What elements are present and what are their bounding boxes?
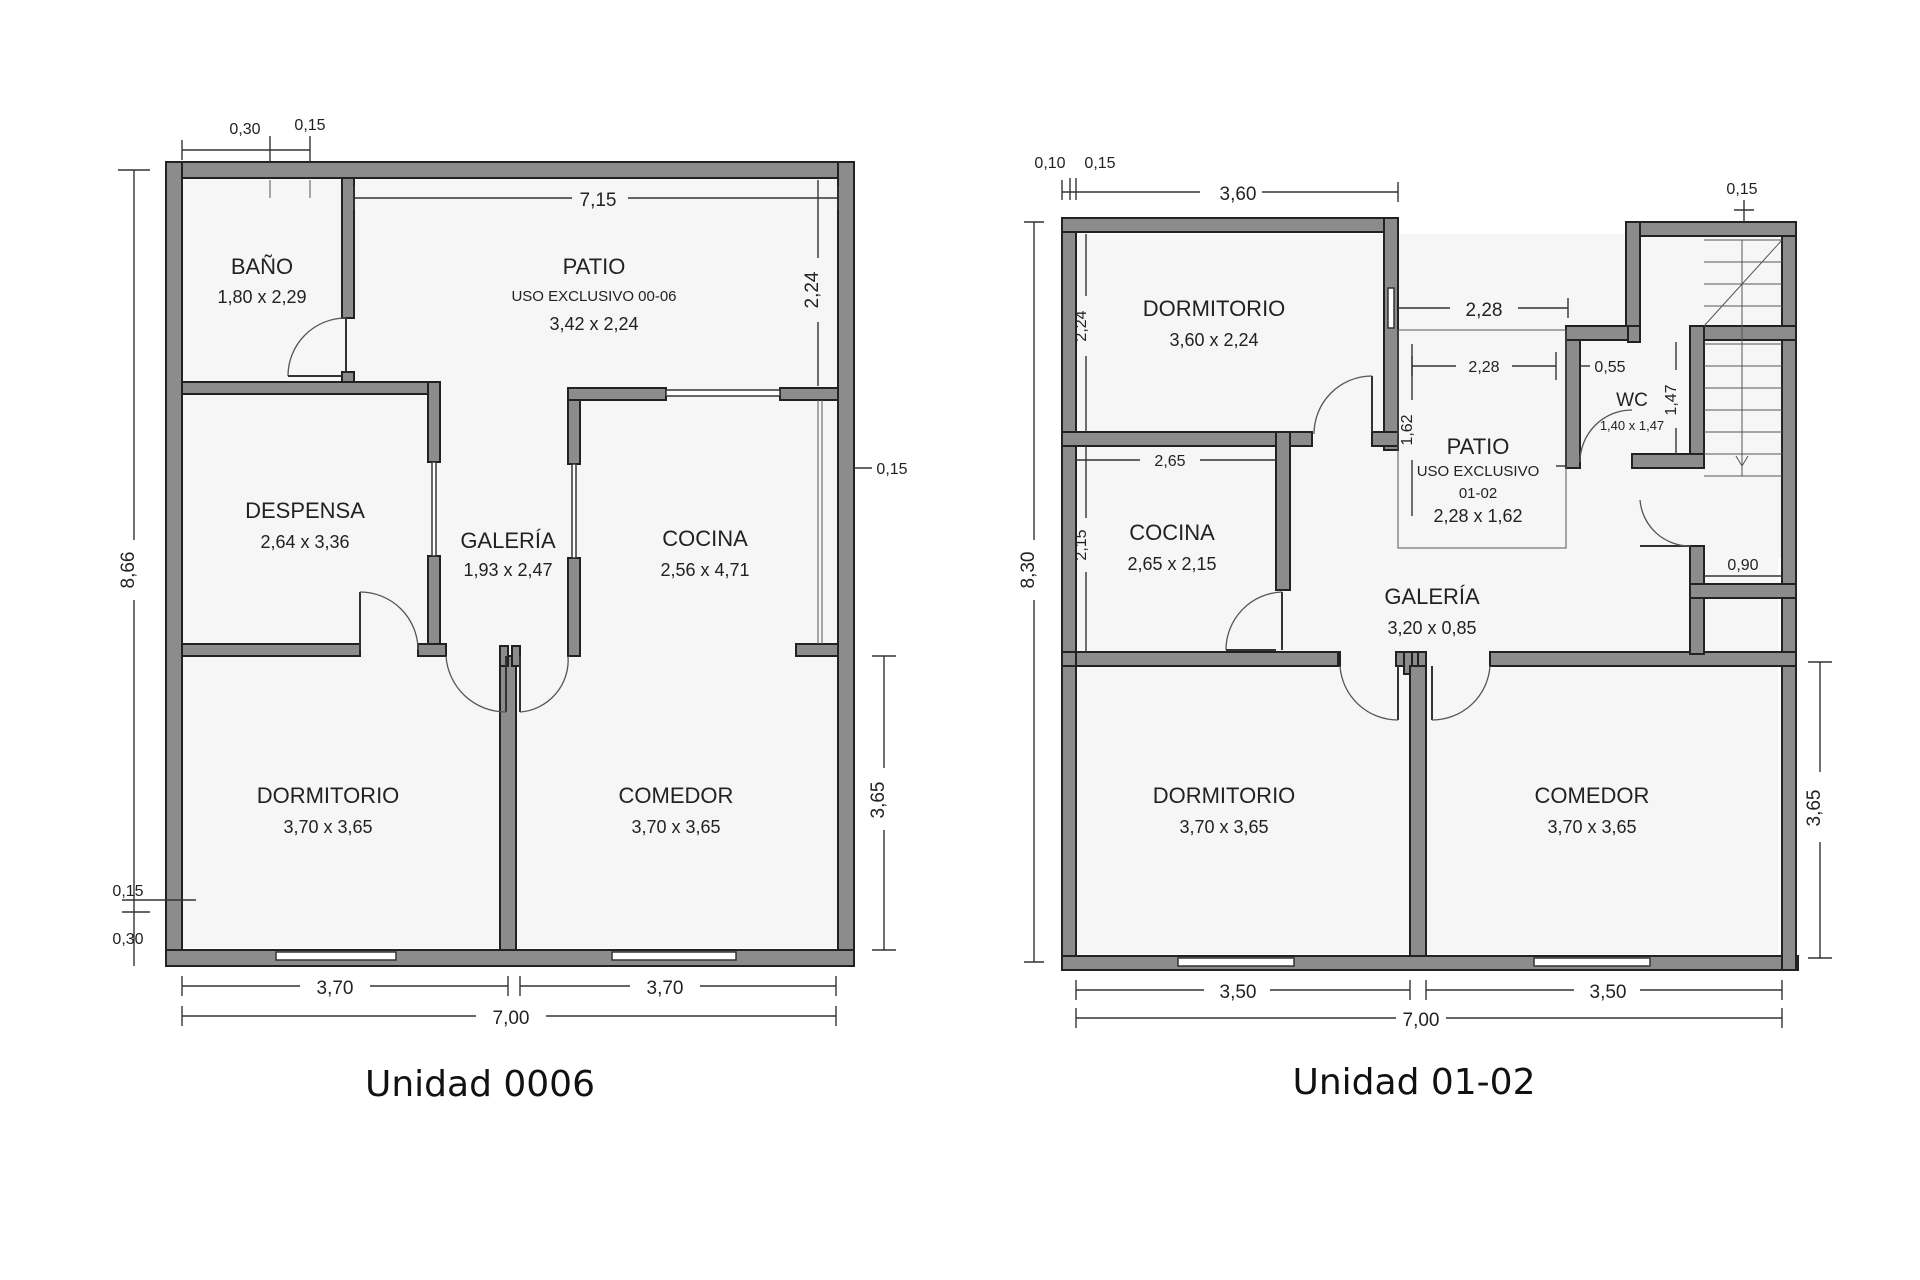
unit-b-dormitorio-size: 3,70 x 3,65 [1179,817,1268,837]
unit-a-comedor-size: 3,70 x 3,65 [631,817,720,837]
unit-b-cocina-size: 2,65 x 2,15 [1127,554,1216,574]
unit-a-dormitorio-size: 3,70 x 3,65 [283,817,372,837]
unit-a-window-patio [665,389,781,397]
unit-a-dormitorio-name: DORMITORIO [257,783,400,808]
unit-b-door-stair [1639,499,1691,547]
unit-b-cocina-name: COCINA [1129,520,1215,545]
unit-b-stairs [1703,239,1783,477]
unit-a-dim-bottom-left: 3,70 [317,978,354,999]
unit-b-dim-162: 1,62 [1399,414,1416,445]
unit-a-dim-015-top: 0,15 [294,117,325,134]
unit-b-patio-name: PATIO [1447,434,1510,459]
unit-b-door-dormitorio [1313,375,1373,435]
unit-b-galeria-size: 3,20 x 0,85 [1387,618,1476,638]
unit-a-cocina-name: COCINA [662,526,748,551]
unit-a-wall-right [837,161,855,967]
unit-a-window-cocina [571,463,577,559]
unit-a-door-despensa [359,591,419,651]
unit-a-patio-note: USO EXCLUSIVO 00-06 [511,288,676,305]
unit-b-dim-top-width: 3,60 [1220,184,1257,205]
unit-a-cocina-size: 2,56 x 4,71 [660,560,749,580]
unit-b-dormitorio-name: DORMITORIO [1153,783,1296,808]
unit-b-wall-bottom [1061,955,1799,971]
unit-b-door-comedor [1431,665,1491,721]
unit-b-wc-size: 1,40 x 1,47 [1600,418,1664,433]
unit-0102-plan: DORMITORIO 3,60 x 2,24 COCINA 2,65 x 2,1… [1018,155,1832,1103]
unit-a-galeria-name: GALERÍA [460,528,556,553]
unit-a-dim-total-height: 8,66 [118,552,139,589]
unit-b-door-cocina [1225,591,1283,651]
unit-a-despensa-size: 2,64 x 3,36 [260,532,349,552]
unit-b-patio-note1: USO EXCLUSIVO [1417,463,1540,480]
unit-a-dim-total-width: 7,00 [493,1008,530,1029]
unit-b-dim-090: 0,90 [1727,557,1758,574]
unit-a-dim-015-bottom: 0,15 [112,883,143,900]
unit-a-wall-bottom [165,949,855,967]
unit-b-galeria-name: GALERÍA [1384,584,1480,609]
unit-a-bano-size: 1,80 x 2,29 [217,287,306,307]
unit-a-dim-030-bottom: 0,30 [112,931,143,948]
unit-b-comedor-name: COMEDOR [1535,783,1650,808]
unit-a-title: Unidad 0006 [365,1064,595,1105]
unit-a-dimensions: 0,30 0,15 7,15 2,24 0,15 8,66 0,1 [112,117,907,1029]
unit-b-window-patio [1387,287,1395,329]
unit-a-door-dormitorio [445,655,507,713]
unit-b-dim-comedor-height: 3,65 [1804,790,1825,827]
unit-a-wall-top [165,161,855,179]
unit-b-dormitorio-top-name: DORMITORIO [1143,296,1286,321]
unit-b-dim-bottom-right: 3,50 [1590,982,1627,1003]
unit-b-dim-010: 0,10 [1034,155,1065,172]
unit-a-bano-name: BAÑO [231,254,293,279]
unit-b-dormitorio-top-size: 3,60 x 2,24 [1169,330,1258,350]
unit-a-galeria-size: 1,93 x 2,47 [463,560,552,580]
unit-b-dim-224: 2,24 [1073,310,1090,341]
unit-a-door-bano [287,317,347,377]
unit-a-wall-left [165,161,183,967]
unit-b-dim-total-width: 7,00 [1403,1010,1440,1031]
unit-b-dim-015-top: 0,15 [1084,155,1115,172]
unit-b-patio-note2: 01-02 [1459,485,1497,502]
unit-a-despensa-name: DESPENSA [245,498,365,523]
unit-b-dim-228-b: 2,28 [1468,359,1499,376]
unit-a-patio-size: 3,42 x 2,24 [549,314,638,334]
unit-b-wc-name: WC [1616,390,1648,411]
unit-a-dim-bottom-right: 3,70 [647,978,684,999]
unit-b-dim-055: 0,55 [1594,359,1625,376]
unit-a-dim-patio-width: 7,15 [580,190,617,211]
unit-b-wall-stair-top [1625,221,1797,237]
unit-b-dimensions: 0,10 0,15 3,60 0,15 2,28 2,28 0,5 [1018,155,1832,1031]
unit-b-wall-stair-left [1625,221,1641,329]
unit-a-window-dormitorio [275,951,397,961]
unit-a-dim-patio-depth: 2,24 [802,271,823,308]
unit-b-window-dormitorio [1177,957,1295,967]
unit-a-patio-name: PATIO [563,254,626,279]
unit-a-dim-030: 0,30 [229,121,260,138]
unit-b-dim-215: 2,15 [1073,529,1090,560]
unit-b-window-comedor [1533,957,1651,967]
unit-b-door-dormitorio-bottom [1339,665,1399,721]
unit-b-comedor-size: 3,70 x 3,65 [1547,817,1636,837]
unit-a-door-comedor [519,655,569,713]
unit-b-dim-bottom-left: 3,50 [1220,982,1257,1003]
unit-b-title: Unidad 01-02 [1293,1062,1536,1103]
unit-b-dim-015-stair: 0,15 [1726,181,1757,198]
unit-b-dim-228-a: 2,28 [1466,300,1503,321]
unit-b-patio-size: 2,28 x 1,62 [1433,506,1522,526]
unit-b-door-wc [1579,409,1633,463]
unit-a-dim-comedor-height: 3,65 [868,782,889,819]
unit-b-dim-total-height: 8,30 [1018,552,1039,589]
unit-a-comedor-name: COMEDOR [619,783,734,808]
unit-a-dim-015-right: 0,15 [876,461,907,478]
unit-b-wall-top-left [1061,217,1397,233]
unit-0006-plan: BAÑO 1,80 x 2,29 PATIO USO EXCLUSIVO 00-… [112,117,907,1105]
unit-b-dim-265: 2,65 [1154,453,1185,470]
unit-b-dim-147: 1,47 [1663,384,1680,415]
unit-a-window-comedor [611,951,737,961]
unit-a-window-despensa [431,461,437,557]
